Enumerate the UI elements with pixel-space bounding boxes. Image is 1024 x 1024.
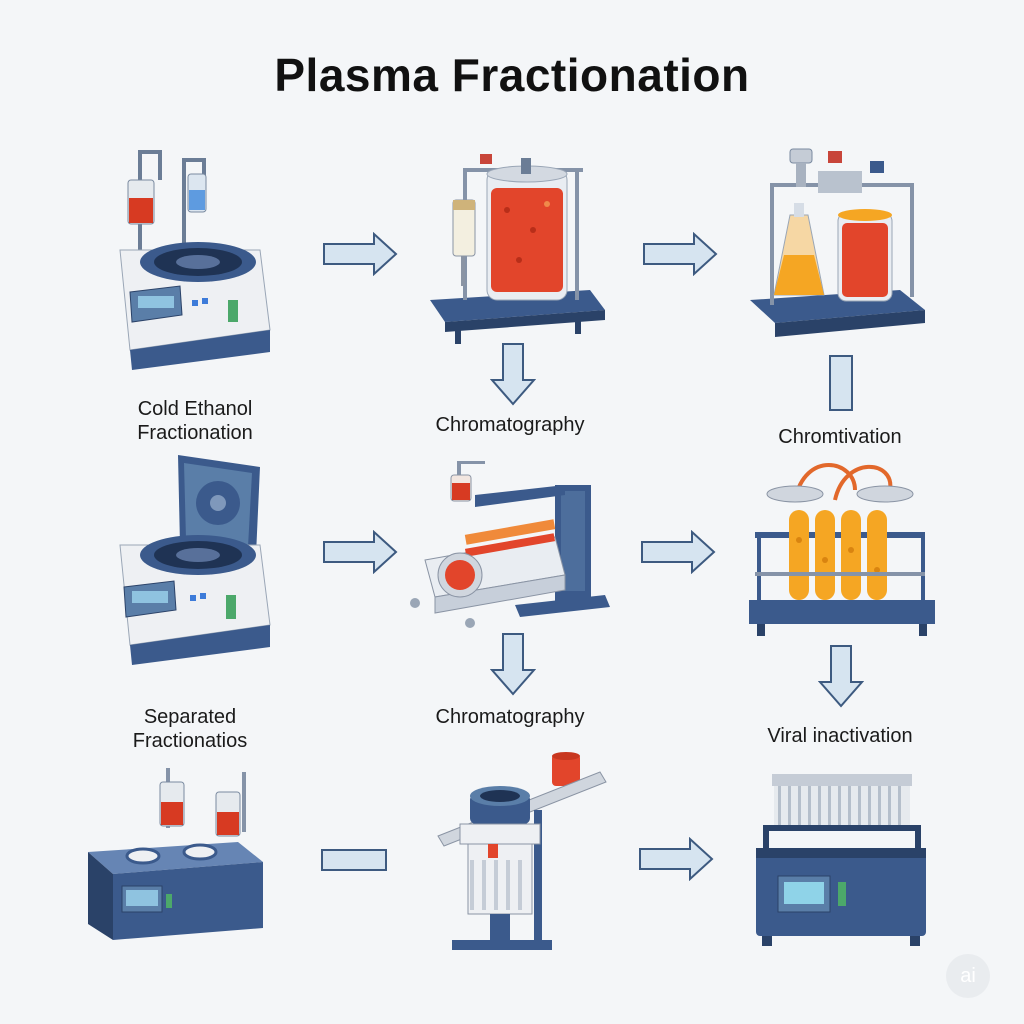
chromatography-column-illustration bbox=[437, 752, 607, 950]
separation-station-illustration bbox=[88, 768, 263, 940]
arrow-down-1 bbox=[490, 343, 536, 406]
page-title: Plasma Fractionation bbox=[274, 49, 750, 101]
connector-bar-bottom bbox=[321, 849, 387, 871]
centrifuge-with-bags-illustration bbox=[119, 150, 271, 370]
arrow-down-3 bbox=[818, 645, 864, 708]
tube-rack-illustration bbox=[749, 463, 935, 636]
connector-bar-vertical bbox=[829, 355, 853, 411]
viral-inactivation-unit-illustration bbox=[756, 774, 926, 946]
reaction-vessel-illustration bbox=[430, 154, 605, 344]
label-separated-fractions: Separated Fractionatios bbox=[132, 706, 248, 752]
arrow-right-3 bbox=[323, 530, 398, 574]
arrow-right-1 bbox=[323, 232, 398, 276]
ai-watermark: ai bbox=[946, 954, 990, 998]
label-chromatography-1: Chromatography bbox=[435, 414, 585, 436]
arrow-right-5 bbox=[639, 837, 714, 881]
arrow-right-2 bbox=[643, 232, 718, 276]
label-cold-ethanol-fractionation: Cold Ethanol Fractionation bbox=[137, 398, 253, 444]
label-chromatography-2: Chromatography bbox=[435, 706, 585, 728]
arrow-down-2 bbox=[490, 633, 536, 696]
label-chromitivation: Chromtivation bbox=[778, 426, 902, 448]
arrow-right-4 bbox=[641, 530, 716, 574]
flask-apparatus-illustration bbox=[750, 148, 925, 337]
chromatography-press-illustration bbox=[410, 461, 610, 628]
label-viral-inactivation: Viral inactivation bbox=[767, 725, 913, 747]
open-centrifuge-illustration bbox=[119, 455, 271, 665]
